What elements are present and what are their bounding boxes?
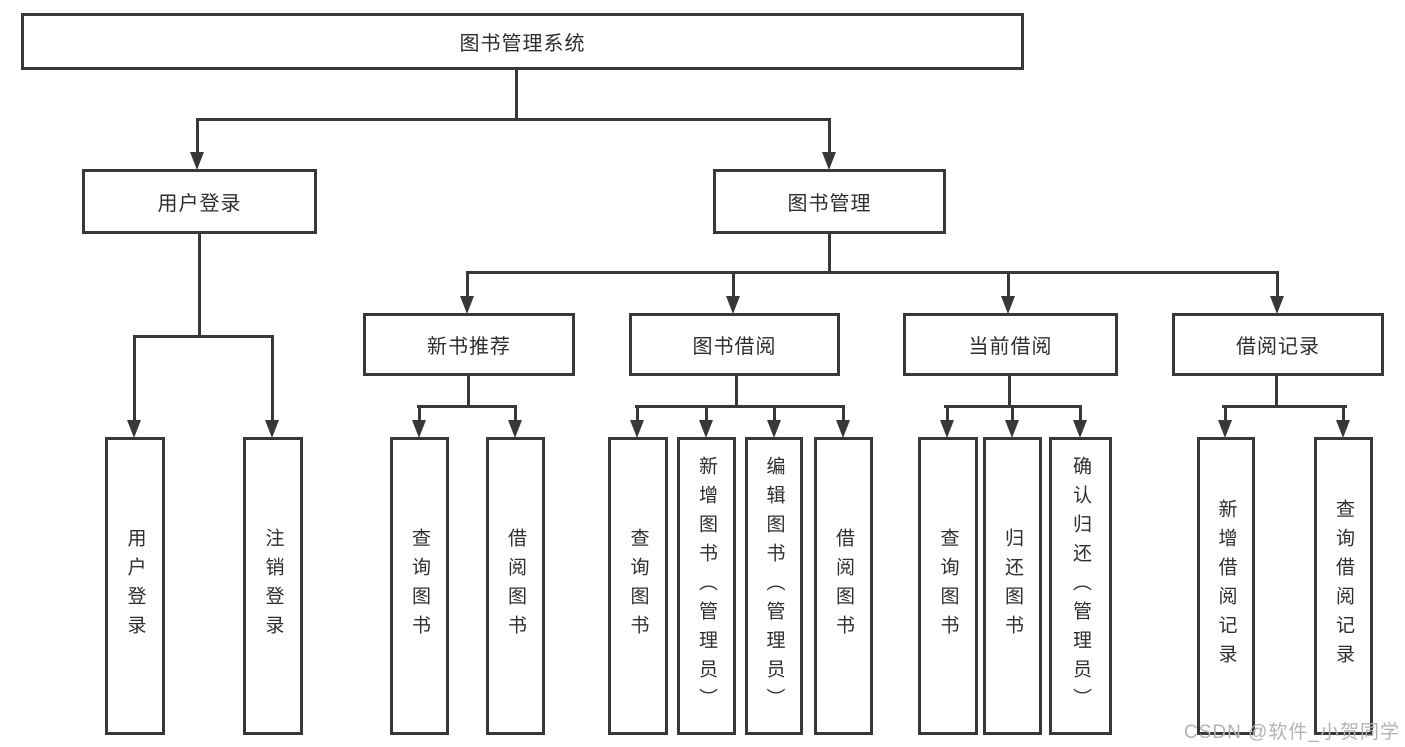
leaf-borrow-book-recommend: 借阅图书 bbox=[486, 437, 545, 735]
arrow-down bbox=[1270, 271, 1284, 314]
arrow-down bbox=[508, 405, 522, 438]
leaf-borrow-book: 借阅图书 bbox=[814, 437, 873, 735]
leaf-label: 借阅图书 bbox=[833, 528, 854, 644]
arrow-down bbox=[940, 405, 954, 438]
arrow-down bbox=[412, 405, 426, 438]
connector-line bbox=[1008, 375, 1011, 408]
node-borrow-records: 借阅记录 bbox=[1172, 313, 1384, 376]
arrow-down bbox=[265, 335, 279, 438]
arrow-down bbox=[1005, 405, 1019, 438]
arrow-down bbox=[630, 405, 644, 438]
node-book-management-label: 图书管理 bbox=[787, 193, 872, 215]
leaf-label: 借阅图书 bbox=[505, 528, 526, 644]
arrow-down bbox=[127, 335, 141, 438]
leaf-label: 查询借阅记录 bbox=[1333, 499, 1354, 673]
leaf-label: 用户登录 bbox=[124, 528, 146, 644]
arrow-down bbox=[1073, 405, 1087, 438]
node-root-label: 图书管理系统 bbox=[459, 33, 586, 55]
arrow-down bbox=[726, 271, 740, 314]
node-book-borrow: 图书借阅 bbox=[629, 313, 840, 376]
arrow-down bbox=[1336, 405, 1350, 438]
connector-line bbox=[828, 233, 831, 273]
node-user-login-label: 用户登录 bbox=[157, 193, 242, 215]
connector-line bbox=[1222, 405, 1347, 408]
arrow-down bbox=[1001, 271, 1015, 314]
leaf-add-borrow-record: 新增借阅记录 bbox=[1197, 437, 1255, 735]
csdn-watermark: CSDN @软件_小贺同学 bbox=[1184, 722, 1400, 743]
leaf-label: 查询图书 bbox=[409, 528, 430, 644]
leaf-logout-login: 注销登录 bbox=[243, 437, 303, 735]
leaf-label: 注销登录 bbox=[262, 528, 284, 644]
node-new-book-recommend-label: 新书推荐 bbox=[427, 336, 511, 358]
connector-line bbox=[196, 118, 831, 121]
leaf-add-book-admin: 新增图书（管理员） bbox=[677, 437, 736, 735]
arrow-down bbox=[822, 118, 836, 170]
arrow-down bbox=[767, 405, 781, 438]
leaf-label: 查询图书 bbox=[937, 528, 959, 644]
leaf-query-book-recommend: 查询图书 bbox=[390, 437, 449, 735]
node-current-borrow: 当前借阅 bbox=[903, 313, 1118, 376]
leaf-user-login: 用户登录 bbox=[105, 437, 165, 735]
node-book-management: 图书管理 bbox=[713, 169, 946, 234]
node-current-borrow-label: 当前借阅 bbox=[968, 336, 1053, 358]
leaf-label: 新增图书（管理员） bbox=[696, 455, 717, 717]
leaf-query-book-borrow: 查询图书 bbox=[608, 437, 668, 735]
node-borrow-records-label: 借阅记录 bbox=[1236, 336, 1320, 358]
connector-line bbox=[466, 271, 1279, 274]
leaf-query-book-current: 查询图书 bbox=[918, 437, 978, 735]
node-root: 图书管理系统 bbox=[21, 13, 1024, 70]
arrow-down bbox=[190, 118, 204, 170]
arrow-down bbox=[460, 271, 474, 314]
connector-line bbox=[515, 69, 518, 120]
connector-line bbox=[198, 233, 201, 337]
leaf-query-borrow-record: 查询借阅记录 bbox=[1314, 437, 1373, 735]
arrow-down bbox=[1218, 405, 1232, 438]
connector-line bbox=[635, 405, 845, 408]
leaf-confirm-return-admin: 确认归还（管理员） bbox=[1049, 437, 1112, 735]
connector-line bbox=[467, 375, 470, 408]
leaf-label: 新增借阅记录 bbox=[1215, 499, 1237, 673]
node-user-login: 用户登录 bbox=[82, 169, 317, 234]
leaf-return-book: 归还图书 bbox=[983, 437, 1042, 735]
connector-line bbox=[1275, 375, 1278, 408]
node-book-borrow-label: 图书借阅 bbox=[692, 336, 777, 358]
connector-line bbox=[417, 405, 517, 408]
connector-line bbox=[133, 335, 274, 338]
leaf-edit-book-admin: 编辑图书（管理员） bbox=[745, 437, 803, 735]
connector-line bbox=[735, 375, 738, 408]
arrow-down bbox=[836, 405, 850, 438]
arrow-down bbox=[699, 405, 713, 438]
leaf-label: 查询图书 bbox=[627, 528, 649, 644]
leaf-label: 归还图书 bbox=[1002, 528, 1023, 644]
leaf-label: 确认归还（管理员） bbox=[1070, 455, 1091, 717]
node-new-book-recommend: 新书推荐 bbox=[363, 313, 575, 376]
leaf-label: 编辑图书（管理员） bbox=[763, 455, 785, 717]
